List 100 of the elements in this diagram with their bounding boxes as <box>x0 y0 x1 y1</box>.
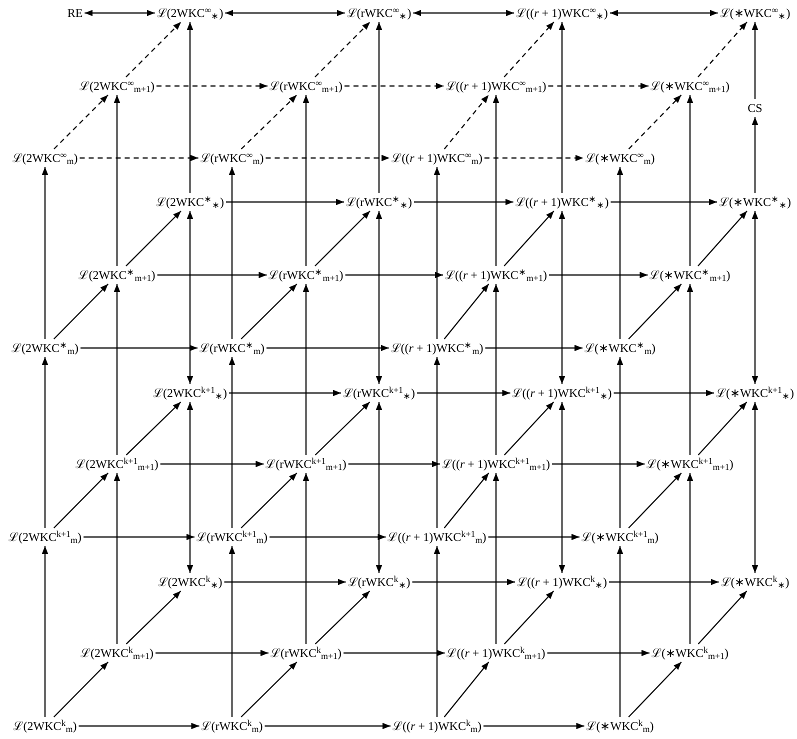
formula-label: ℒ(2WKC$^{k}$$_{∗}$) <box>158 574 222 590</box>
arrow <box>504 402 554 456</box>
arrow <box>376 211 382 384</box>
arrow <box>84 10 155 16</box>
formula-label: ℒ((r + 1)WKC$^{∞}$$_{m+1}$) <box>446 78 546 94</box>
formula-label: ℒ(∗WKC$^{∞}$$_{m}$) <box>585 150 655 166</box>
formula-label: ℒ(2WKC$^{∗}$$_{m}$) <box>12 340 78 356</box>
arrow <box>114 473 120 644</box>
arrow <box>266 154 390 162</box>
arrow <box>698 590 748 644</box>
formula-label: CS <box>748 100 762 116</box>
arrow <box>54 94 108 150</box>
arrow <box>226 198 344 206</box>
arrow <box>229 390 341 396</box>
arrow <box>698 402 748 456</box>
formula-label: ℒ(rWKC$^{∗}$$_{m+1}$) <box>268 267 344 283</box>
formula-label: ℒ(∗WKC$^{k}$$_{m}$) <box>586 718 654 734</box>
arrow <box>492 95 500 266</box>
arrow <box>558 402 566 573</box>
arrow <box>42 357 48 528</box>
arrow <box>53 284 109 340</box>
arrow <box>552 460 645 468</box>
arrow <box>53 472 109 528</box>
arrow <box>314 590 370 644</box>
arrow <box>345 272 443 278</box>
formula-label: ℒ(2WKC$^{∞}$$_{m}$) <box>12 150 78 166</box>
arrow <box>616 546 624 717</box>
arrow <box>157 272 267 278</box>
arrow <box>434 167 440 339</box>
arrow <box>228 357 236 528</box>
arrow <box>434 546 440 717</box>
formula-label: ℒ(rWKC$^{k}$$_{m+1}$) <box>270 645 342 661</box>
arrow <box>42 546 48 717</box>
arrow <box>376 402 382 573</box>
arrow <box>376 22 382 193</box>
formula-label: ℒ(2WKC$^{∗}$$_{m+1}$) <box>78 267 156 283</box>
arrow <box>302 473 310 644</box>
arrow <box>549 272 648 278</box>
arrow <box>492 284 500 455</box>
arrow <box>504 590 554 644</box>
formula-label: ℒ(∗WKC$^{k+1}$$_{m+1}$) <box>646 456 734 472</box>
arrow <box>302 95 310 266</box>
arrow <box>266 344 389 352</box>
formula-label: ℒ(∗WKC$^{k}$$_{m+1}$) <box>651 645 729 661</box>
arrow <box>548 82 648 90</box>
arrow <box>616 357 624 528</box>
arrow <box>80 154 198 162</box>
formula-label: ℒ((r + 1)WKC$^{∗}$$_{∗}$) <box>515 194 609 210</box>
arrow <box>53 662 109 718</box>
arrow <box>42 167 48 339</box>
formula-label: ℒ(rWKC$^{k+1}$$_{∗}$) <box>342 385 416 401</box>
arrow <box>608 578 719 586</box>
formula-label: ℒ(∗WKC$^{k+1}$$_{m}$) <box>581 529 659 545</box>
formula-label: RE <box>67 5 83 21</box>
arrow <box>78 722 200 730</box>
formula-label: ℒ((r + 1)WKC$^{k+1}$$_{m}$) <box>388 529 486 545</box>
arrow <box>752 402 758 573</box>
formula-label: ℒ(∗WKC$^{∞}$$_{m+1}$) <box>650 78 730 94</box>
formula-label: ℒ(rWKC$^{∞}$$_{∗}$) <box>346 5 412 21</box>
arrow <box>412 578 516 586</box>
formula-label: ℒ(∗WKC$^{∗}$$_{m+1}$) <box>650 267 730 283</box>
formula-label: ℒ((r + 1)WKC$^{∗}$$_{m}$) <box>390 340 484 356</box>
arrow <box>628 94 682 150</box>
arrow <box>417 390 510 396</box>
formula-label: ℒ(rWKC$^{∞}$$_{m}$) <box>200 150 264 166</box>
formula-label: ℒ((r + 1)WKC$^{∞}$$_{m}$) <box>392 150 482 166</box>
arrow <box>114 284 120 455</box>
formula-label: ℒ(∗WKC$^{∗}$$_{∗}$) <box>719 194 791 210</box>
arrow <box>752 22 758 99</box>
arrow <box>686 95 694 266</box>
arrow <box>444 662 490 718</box>
arrow <box>348 460 440 468</box>
formula-label: ℒ(rWKC$^{∞}$$_{m+1}$) <box>270 78 342 94</box>
formula-label: ℒ((r + 1)WKC$^{∗}$$_{m+1}$) <box>445 267 547 283</box>
formula-label: ℒ(2WKC$^{∞}$$_{∗}$) <box>156 5 224 21</box>
arrow <box>270 534 386 540</box>
arrow <box>344 82 444 90</box>
arrow <box>126 402 182 456</box>
arrow <box>186 402 194 573</box>
arrow <box>80 344 198 352</box>
formula-label: ℒ(2WKC$^{k}$$_{m+1}$) <box>80 645 154 661</box>
arrow <box>444 284 490 340</box>
formula-label: ℒ(2WKC$^{k}$$_{m}$) <box>13 718 77 734</box>
arrow <box>413 10 514 16</box>
arrow <box>228 167 236 339</box>
arrow <box>302 284 310 455</box>
arrow <box>558 22 566 193</box>
arrow <box>186 211 194 384</box>
formula-label: ℒ(2WKC$^{∞}$$_{m+1}$) <box>80 78 154 94</box>
arrow <box>628 284 682 340</box>
formula-label: ℒ(∗WKC$^{∞}$$_{∗}$) <box>720 5 790 21</box>
formula-label: ℒ((r + 1)WKC$^{k}$$_{m+1}$) <box>446 645 546 661</box>
arrow <box>126 590 182 644</box>
arrow <box>228 546 236 717</box>
formula-label: ℒ((r + 1)WKC$^{k}$$_{∗}$) <box>517 574 607 590</box>
arrow <box>485 344 582 352</box>
arrow <box>698 22 748 78</box>
arrow <box>558 211 566 384</box>
formula-label: ℒ((r + 1)WKC$^{∞}$$_{∗}$) <box>516 5 608 21</box>
arrow <box>126 210 182 266</box>
